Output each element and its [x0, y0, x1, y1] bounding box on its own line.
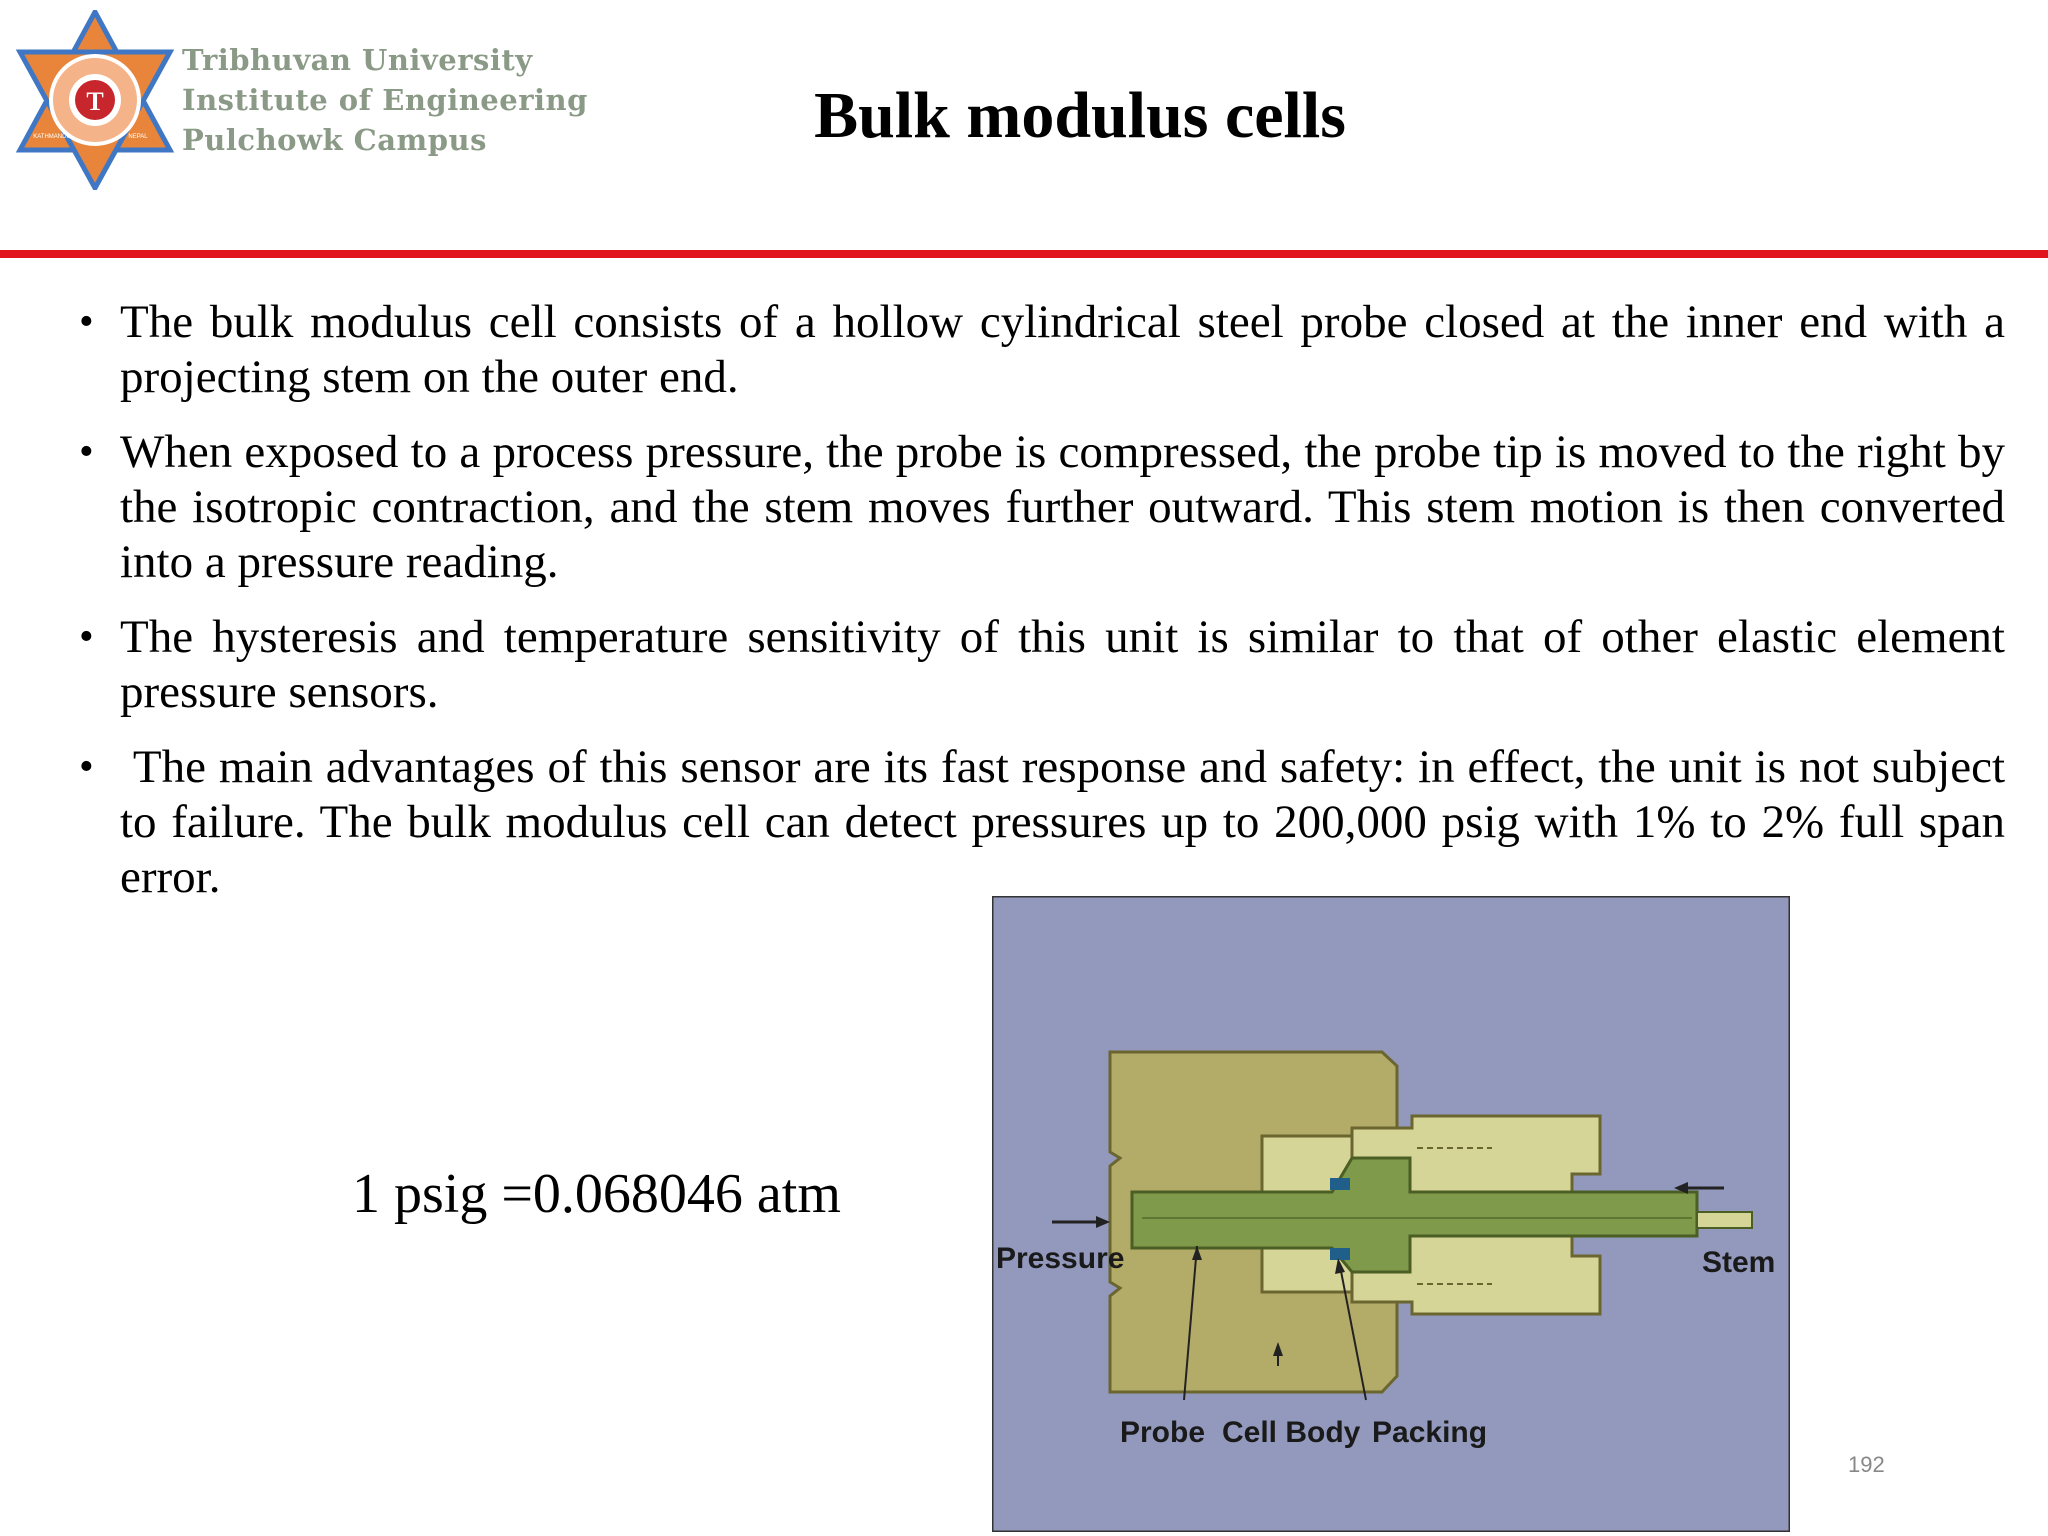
- packing-leader: [1339, 1265, 1367, 1401]
- page-number: 192: [1848, 1452, 1885, 1477]
- bulk-modulus-cell-diagram: Pressure Stem Probe Cell Body Packing: [992, 896, 1790, 1532]
- unit-conversion-note: 1 psig =0.068046 atm: [352, 1163, 841, 1225]
- university-name: Tribhuvan University Institute of Engine…: [182, 40, 588, 160]
- packing-top: [1330, 1178, 1350, 1190]
- emblem-letter: T: [86, 87, 103, 116]
- packing-label: Packing: [1372, 1416, 1487, 1449]
- bullet-item: • The bulk modulus cell consists of a hol…: [79, 295, 2005, 405]
- university-line-2: Institute of Engineering: [182, 83, 588, 117]
- cell-body-label: Cell Body: [1222, 1416, 1361, 1449]
- emblem-right-label: NEPAL: [128, 134, 148, 140]
- packing-bottom: [1330, 1248, 1350, 1260]
- bullet-item: • When exposed to a process pressure, the…: [79, 425, 2005, 590]
- bullet-list: • The bulk modulus cell consists of a hol…: [79, 295, 2005, 925]
- stem: [1696, 1211, 1753, 1229]
- slide-title: Bulk modulus cells: [814, 79, 1346, 152]
- bullet-dot: •: [79, 744, 94, 790]
- bullet-dot: •: [79, 614, 94, 660]
- university-emblem-icon: T KATHMANDU NEPAL: [15, 10, 175, 190]
- bullet-text: When exposed to a process pressure, the …: [120, 426, 2005, 588]
- bullet-dot: •: [79, 429, 94, 475]
- university-line-3: Pulchowk Campus: [182, 123, 487, 157]
- bullet-text: The bulk modulus cell consists of a holl…: [120, 296, 2005, 403]
- bullet-text: The main advantages of this sensor are i…: [120, 741, 2017, 903]
- pressure-label: Pressure: [996, 1242, 1124, 1275]
- header-divider: [0, 250, 2048, 258]
- bullet-item: • The hysteresis and temperature sensitiv…: [79, 610, 2005, 720]
- bullet-text: The hysteresis and temperature sensitivi…: [120, 611, 2005, 718]
- university-line-1: Tribhuvan University: [182, 43, 533, 77]
- stem-label: Stem: [1702, 1246, 1775, 1279]
- probe-label: Probe: [1120, 1416, 1205, 1449]
- bullet-dot: •: [79, 299, 94, 345]
- bullet-item: • The main advantages of this sensor are…: [79, 740, 2005, 905]
- emblem-left-label: KATHMANDU: [33, 134, 71, 140]
- probe-leader: [1183, 1245, 1198, 1401]
- institution-logo: T KATHMANDU NEPAL Tribhuvan University I…: [10, 10, 610, 195]
